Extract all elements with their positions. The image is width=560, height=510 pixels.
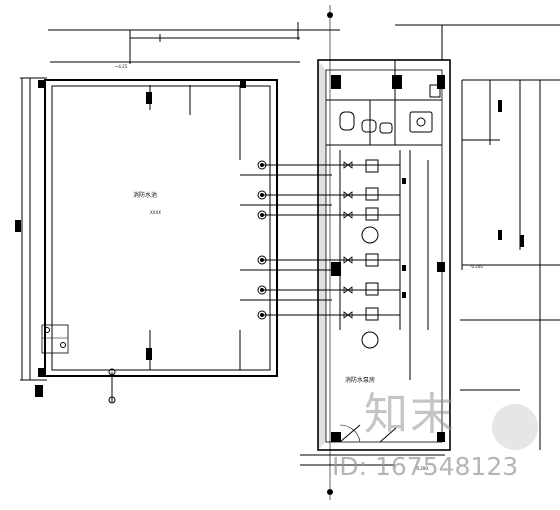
right-dimension: -0.200 (470, 264, 483, 269)
watermark-logo (492, 404, 538, 450)
watermark-id: ID: 167548123 (332, 452, 519, 481)
pool-room-label: 消防水池 (133, 191, 157, 199)
pool-note: XXXX (150, 210, 161, 215)
pump-room-label: 消防水泵房 (345, 376, 375, 384)
watermark-brand: 知末 (364, 389, 456, 440)
bottom-dimension: -0.200 (415, 466, 428, 471)
top-dimension: ~4.25 (115, 64, 128, 69)
